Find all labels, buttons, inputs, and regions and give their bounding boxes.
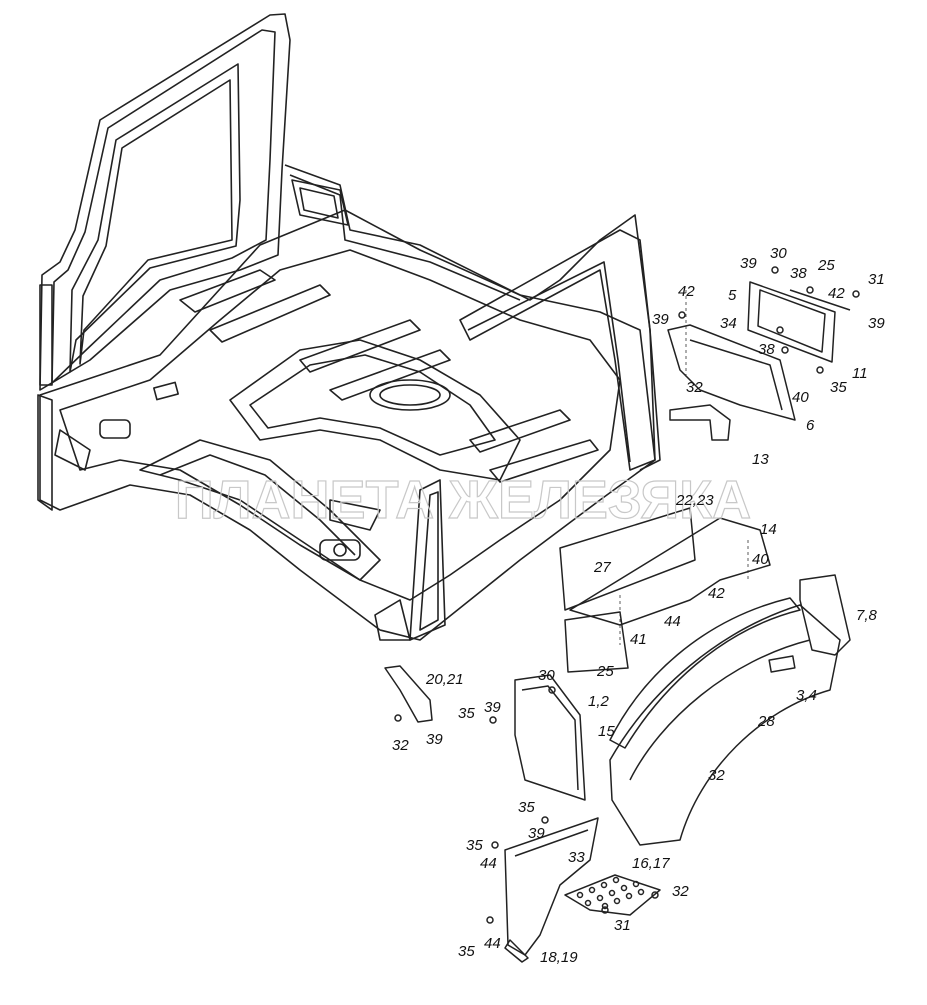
label: 5 xyxy=(728,287,737,304)
left-door-frame xyxy=(39,13,291,391)
part-5-plate xyxy=(747,281,836,363)
label: 13 xyxy=(752,451,769,468)
label: 22,23 xyxy=(675,492,714,509)
engine-hatch xyxy=(369,379,451,411)
label: 6 xyxy=(806,417,815,434)
part-6-trim xyxy=(667,324,796,421)
part-7-8-fender xyxy=(799,574,851,656)
label: 1,2 xyxy=(588,693,610,710)
label: 40 xyxy=(752,551,769,568)
parts xyxy=(384,266,860,963)
leader-lines xyxy=(619,290,749,645)
label: 14 xyxy=(760,521,777,538)
label: 27 xyxy=(593,559,611,576)
step-holes xyxy=(576,876,645,910)
center-tunnel xyxy=(229,339,521,481)
callout-labels: 30 39 38 25 31 42 5 39 34 38 40 35 11 42… xyxy=(392,245,885,966)
label: 3,4 xyxy=(796,687,817,704)
label: 40 xyxy=(792,389,809,406)
label: 38 xyxy=(758,341,775,358)
watermark: ПЛАНЕТА ЖЕЛЕЗЯКА xyxy=(175,470,751,530)
label: 35 xyxy=(518,799,535,816)
part-15-wheel-arch xyxy=(609,597,801,749)
label: 28 xyxy=(757,713,775,730)
label: 39 xyxy=(868,315,885,332)
part-13-bracket xyxy=(669,404,731,441)
label: 30 xyxy=(770,245,787,262)
label: 25 xyxy=(817,257,835,274)
label: 39 xyxy=(484,699,501,716)
label: 44 xyxy=(664,613,681,630)
label: 34 xyxy=(720,315,737,332)
label: 31 xyxy=(868,271,885,288)
part-22-23-panel xyxy=(559,507,696,611)
label: 16,17 xyxy=(632,855,670,872)
label: 44 xyxy=(484,935,501,952)
label: 35 xyxy=(466,837,483,854)
label: 31 xyxy=(614,917,631,934)
label: 35 xyxy=(458,705,475,722)
label: 32 xyxy=(708,767,725,784)
label: 20,21 xyxy=(425,671,464,688)
label: 25 xyxy=(596,663,614,680)
label: 44 xyxy=(480,855,497,872)
label: 15 xyxy=(598,723,615,740)
label: 33 xyxy=(568,849,585,866)
label: 7,8 xyxy=(856,607,878,624)
part-14-panel xyxy=(569,517,771,626)
label: 39 xyxy=(652,311,669,328)
label: 32 xyxy=(672,883,689,900)
part-25-box xyxy=(564,611,629,673)
label: 41 xyxy=(630,631,647,648)
cab-body xyxy=(37,13,661,641)
label: 42 xyxy=(828,285,845,302)
label: 39 xyxy=(740,255,757,272)
rear-wall xyxy=(284,164,661,471)
label: 35 xyxy=(830,379,847,396)
label: 39 xyxy=(528,825,545,842)
floor-outline xyxy=(39,209,656,641)
part-20-21-bracket xyxy=(384,665,433,723)
part-wheel-arch-outer xyxy=(609,604,841,846)
label: 32 xyxy=(392,737,409,754)
label: 39 xyxy=(426,731,443,748)
rear-window-recess xyxy=(291,179,349,226)
label: 18,19 xyxy=(540,949,578,966)
label: 38 xyxy=(790,265,807,282)
label: 30 xyxy=(538,667,555,684)
part-33-step-panel xyxy=(504,817,599,956)
label: 35 xyxy=(458,943,475,960)
part-1-2-flap xyxy=(514,674,586,801)
label: 11 xyxy=(852,365,868,382)
right-door-frame xyxy=(459,229,656,471)
part-16-17-step xyxy=(564,874,661,916)
label: 42 xyxy=(678,283,695,300)
label: 32 xyxy=(686,379,703,396)
label: 42 xyxy=(708,585,725,602)
